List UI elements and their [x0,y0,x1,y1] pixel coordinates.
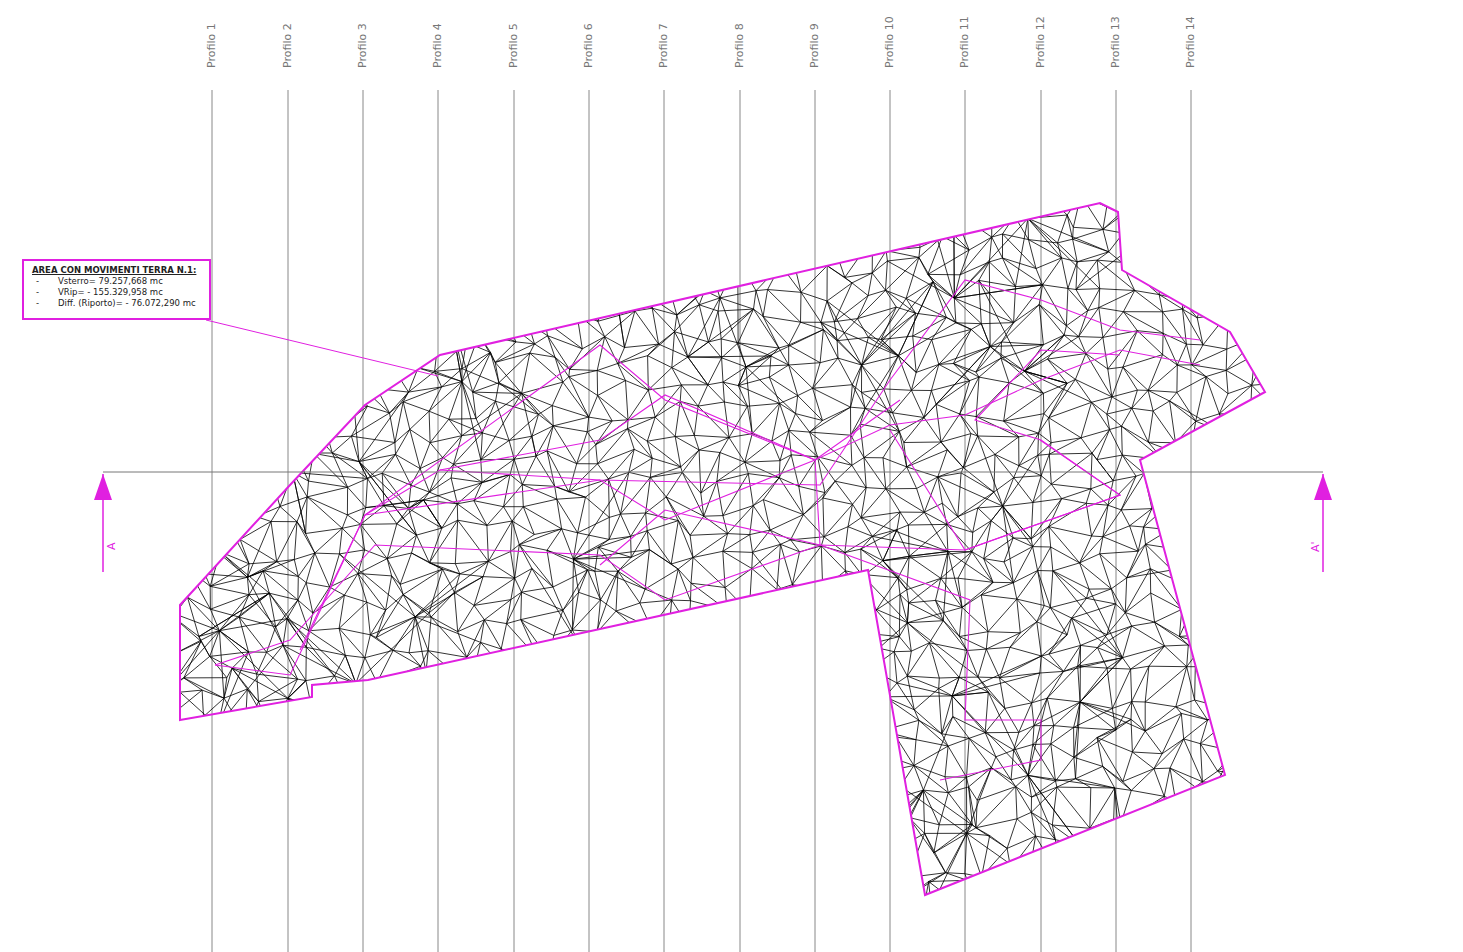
profile-label: Profilo 14 [1185,16,1197,68]
break-line [300,400,900,650]
callout-row: -VRip= - 155.329,958 mc [32,287,203,298]
bullet-dash: - [32,298,58,309]
callout-box: AREA CON MOVIMENTI TERRA N.1:-Vsterro= 7… [22,259,211,320]
section-trace [103,472,1323,473]
leader-line [206,320,438,376]
mesh-edges [160,184,1309,925]
bullet-dash: - [32,287,58,298]
tin-mesh [160,184,1309,925]
section-line [94,472,1332,572]
profile-line [1191,90,1192,952]
break-line [600,510,1041,780]
volume-value: Vsterro= 79.257,668 mc [58,276,163,287]
break-line [215,350,1200,675]
profile-line [514,90,515,952]
profile-label: Profilo 8 [734,23,746,68]
section-arrow [1314,474,1332,500]
profile-label: Profilo 7 [658,23,670,68]
profile-line [589,90,590,952]
callout-row: -Vsterro= 79.257,668 mc [32,276,203,287]
callout-heading: AREA CON MOVIMENTI TERRA N.1: [32,265,203,276]
bullet-dash: - [32,276,58,287]
section-label: A [106,542,118,550]
profile-line [965,90,966,952]
volume-value: VRip= - 155.329,958 mc [58,287,163,298]
profile-label: Profilo 11 [959,16,971,68]
profile-line [212,90,213,952]
profile-label: Profilo 5 [508,23,520,68]
volume-value: Diff. (Riporto)= - 76.072,290 mc [58,298,196,309]
profile-label: Profilo 12 [1035,16,1047,68]
profile-label: Profilo 9 [809,23,821,68]
section-arrow [94,474,112,500]
callout-row: -Diff. (Riporto)= - 76.072,290 mc [32,298,203,309]
break-line [890,350,1120,550]
profile-label: Profilo 2 [282,23,294,68]
profile-label: Profilo 1 [206,23,218,68]
area-boundary [180,203,1265,895]
profile-line [664,90,665,952]
profile-label: Profilo 6 [583,23,595,68]
profile-label: Profilo 3 [357,23,369,68]
profile-label: Profilo 4 [432,23,444,68]
profile-lines [212,90,1191,952]
profile-label: Profilo 13 [1110,16,1122,68]
break-line [440,280,1200,485]
profile-label: Profilo 10 [884,16,896,68]
break-line [215,440,1120,665]
profile-line [288,90,289,952]
break-lines [215,280,1200,780]
profile-line [815,90,816,952]
section-label: A' [1310,541,1322,552]
